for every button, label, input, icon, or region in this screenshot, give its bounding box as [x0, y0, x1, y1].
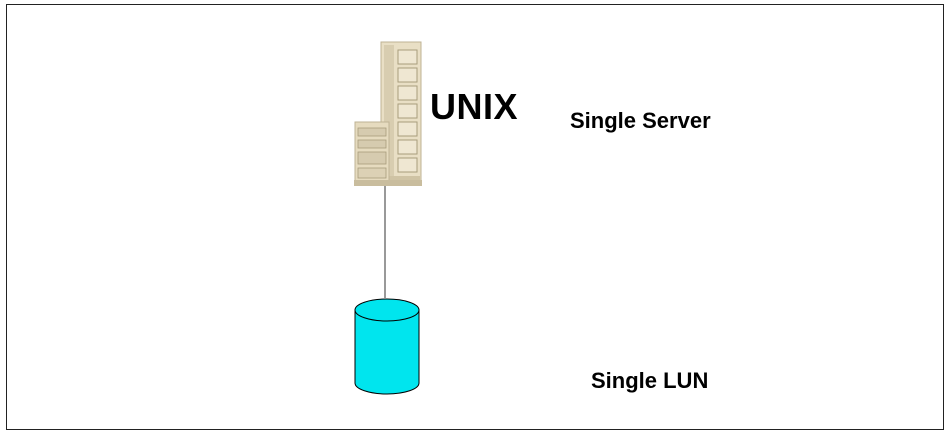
- unix-server-tower-icon: [354, 41, 422, 186]
- diagram-frame: [6, 4, 944, 430]
- server-name-label: UNIX: [430, 86, 519, 127]
- server-caption-label: Single Server: [570, 108, 711, 133]
- lun-caption-label: Single LUN: [591, 368, 709, 393]
- disk-cylinder-icon: [354, 298, 420, 395]
